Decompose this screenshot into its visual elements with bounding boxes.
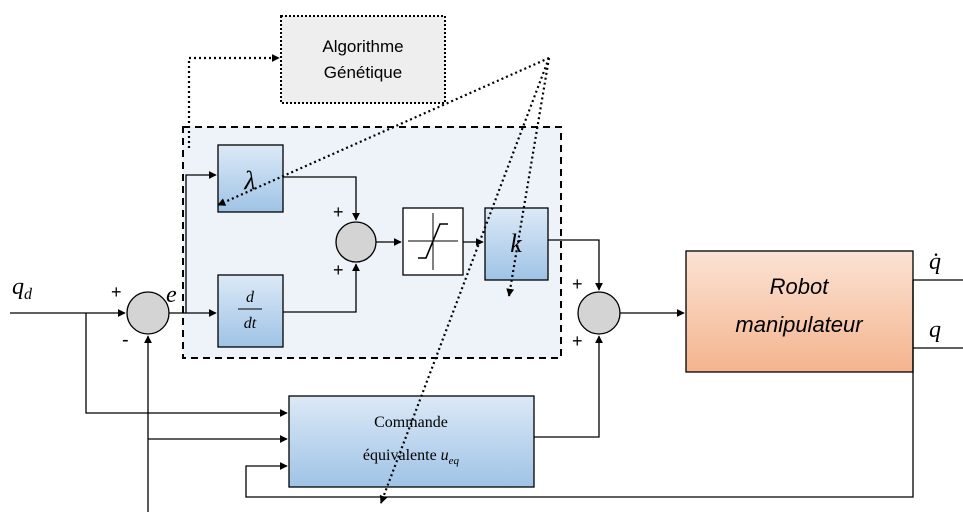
equivalent-control-label-2: équivalente ueq [363, 447, 460, 467]
genetic-algorithm-block [280, 15, 446, 104]
error-summing-junction [126, 291, 170, 335]
robot-label-1: Robot [770, 274, 830, 299]
error-signal-label: e [166, 282, 177, 308]
sliding-surface-summing-junction [335, 221, 377, 263]
derivative-numerator: d [246, 289, 255, 306]
reference-signal-label: qd [12, 274, 33, 303]
derivative-block [217, 274, 284, 348]
signal-wires [10, 171, 963, 512]
saturation-function-icon [408, 213, 458, 270]
velocity-output-label: q̇ [929, 249, 941, 275]
minus-sign-feedback: - [122, 329, 129, 351]
robot-label-2: manipulateur [735, 312, 864, 337]
genetic-algorithm-label-1: Algorithme [322, 37, 403, 56]
gain-k-block [484, 207, 549, 281]
plus-sign-reference: + [111, 282, 122, 302]
equivalent-control-subscript: eq [449, 455, 460, 467]
genetic-tuning-links [187, 54, 551, 504]
plus-sign-derivative: + [333, 260, 344, 280]
plus-sign-switching: + [572, 274, 583, 294]
position-output-label: q [929, 317, 941, 343]
control-summing-junction [577, 291, 621, 335]
derivative-denominator: dt [244, 315, 257, 332]
equivalent-control-word: équivalente [363, 447, 437, 464]
plus-sign-lambda: + [333, 202, 344, 222]
gain-k-symbol: k [510, 229, 522, 258]
genetic-algorithm-label-2: Génétique [324, 63, 402, 82]
robot-manipulator-block [685, 250, 914, 373]
equivalent-control-block [288, 395, 535, 488]
plus-sign-equivalent: + [572, 331, 583, 351]
equivalent-control-label-1: Commande [374, 414, 448, 431]
equivalent-control-symbol: u [441, 447, 449, 464]
lambda-symbol: λ [243, 166, 255, 195]
